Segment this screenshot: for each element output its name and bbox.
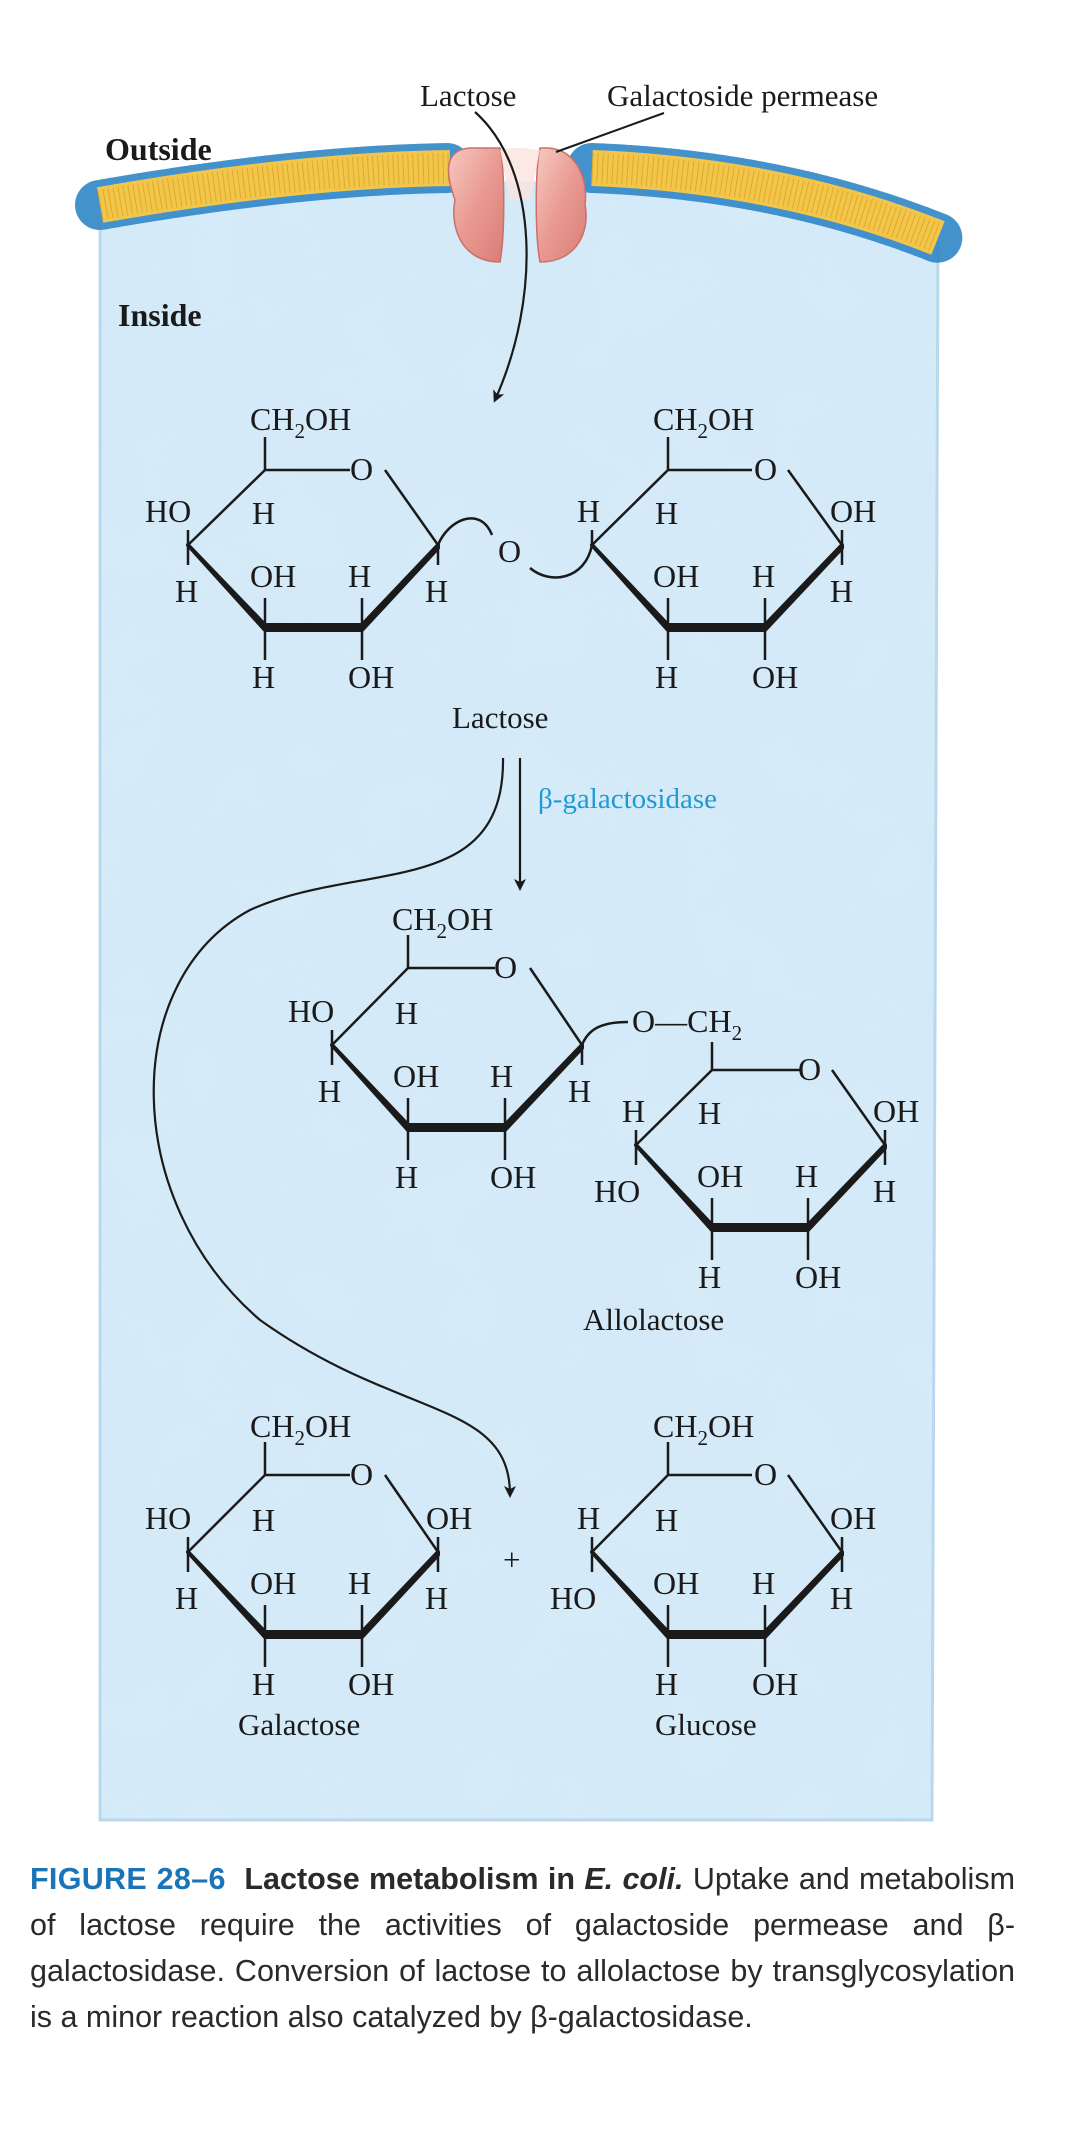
svg-text:OH: OH [653, 1565, 699, 1601]
svg-text:H: H [830, 573, 853, 609]
svg-text:OH: OH [393, 1058, 439, 1094]
svg-text:CH2OH: CH2OH [653, 1408, 754, 1450]
svg-text:H: H [698, 1095, 721, 1131]
svg-text:H: H [752, 1565, 775, 1601]
svg-text:H: H [395, 995, 418, 1031]
svg-text:OH: OH [348, 659, 394, 695]
svg-text:O: O [350, 1456, 373, 1492]
svg-text:OH: OH [752, 1666, 798, 1702]
svg-text:CH2OH: CH2OH [250, 1408, 351, 1450]
lactose-glycosidic-bond: O [436, 517, 594, 579]
lactose-name: Lactose [452, 700, 548, 735]
svg-text:OH: OH [490, 1159, 536, 1195]
svg-text:H: H [577, 1500, 600, 1536]
figure-number: FIGURE 28–6 [30, 1862, 226, 1896]
svg-text:H: H [655, 659, 678, 695]
permease-label: Galactoside permease [607, 78, 878, 113]
svg-text:CH2OH: CH2OH [392, 901, 493, 943]
svg-text:H: H [622, 1093, 645, 1129]
svg-text:CH2OH: CH2OH [250, 401, 351, 443]
svg-text:OH: OH [426, 1500, 472, 1536]
svg-text:H: H [395, 1159, 418, 1195]
svg-text:HO: HO [288, 993, 334, 1029]
plus-sign: + [503, 1542, 520, 1577]
lactose-structure: CH2OH O HO H H OH H H H OH O [145, 401, 876, 735]
svg-text:O: O [754, 451, 777, 487]
svg-text:H: H [252, 495, 275, 531]
svg-text:OH: OH [795, 1259, 841, 1295]
svg-text:H: H [252, 1666, 275, 1702]
allolactose-galactose-ring: CH2OH O HO H H OH H H H OH O—CH2 [288, 901, 742, 1195]
uptake-arrow [474, 111, 528, 403]
lactose-entry-label: Lactose [420, 78, 516, 113]
svg-text:HO: HO [550, 1580, 596, 1616]
galactose-structure: CH2OH O HO H OH H OH H H H OH Galactose [145, 1408, 472, 1742]
svg-text:H: H [252, 1502, 275, 1538]
svg-text:HO: HO [145, 1500, 191, 1536]
svg-text:O: O [498, 533, 521, 569]
svg-text:O: O [798, 1051, 821, 1087]
enzyme-label: β-galactosidase [538, 783, 717, 815]
outside-label: Outside [105, 131, 212, 167]
allolactose-structure: CH2OH O HO H H OH H H H OH O—CH2 [288, 901, 919, 1337]
svg-text:H: H [830, 1580, 853, 1616]
svg-text:H: H [425, 1580, 448, 1616]
svg-text:H: H [252, 659, 275, 695]
svg-text:H: H [655, 1502, 678, 1538]
svg-text:OH: OH [348, 1666, 394, 1702]
figure-caption: FIGURE 28–6 Lactose metabolism in E. col… [30, 1856, 1015, 2040]
svg-text:OH: OH [873, 1093, 919, 1129]
galactoside-permease-protein [447, 147, 587, 263]
svg-text:H: H [568, 1073, 591, 1109]
svg-text:H: H [873, 1173, 896, 1209]
reaction-arrows: β-galactosidase [152, 757, 717, 1498]
caption-text: Uptake and metabolism of lactose require… [30, 1862, 1015, 2034]
glucose-name: Glucose [655, 1707, 757, 1742]
svg-text:H: H [175, 573, 198, 609]
svg-text:O: O [754, 1456, 777, 1492]
glucose-structure: CH2OH O H H OH HO OH H H H OH Glucose [550, 1408, 876, 1742]
svg-text:O: O [350, 451, 373, 487]
svg-text:O: O [494, 949, 517, 985]
svg-text:OH: OH [250, 558, 296, 594]
svg-text:H: H [655, 1666, 678, 1702]
svg-text:H: H [318, 1073, 341, 1109]
svg-text:O—CH2: O—CH2 [632, 1003, 742, 1045]
lactose-glucose-ring: CH2OH O H H OH OH H H H OH [577, 401, 876, 695]
svg-text:OH: OH [653, 558, 699, 594]
galactose-name: Galactose [238, 1707, 360, 1742]
allolactose-glucose-ring: O H H OH HO OH H H H OH [594, 1042, 919, 1295]
svg-text:H: H [348, 1565, 371, 1601]
lactose-galactose-ring: CH2OH O HO H H OH H H H OH [145, 401, 448, 695]
svg-text:H: H [752, 558, 775, 594]
svg-text:HO: HO [594, 1173, 640, 1209]
svg-text:H: H [577, 493, 600, 529]
lactose-metabolism-diagram: Outside Inside Lactose Galactoside perme… [75, 78, 963, 1822]
inside-label: Inside [118, 297, 202, 333]
svg-text:CH2OH: CH2OH [653, 401, 754, 443]
svg-text:H: H [425, 573, 448, 609]
caption-title: Lactose metabolism in E. coli. [244, 1862, 684, 1896]
cell-membrane [75, 143, 963, 263]
svg-text:OH: OH [697, 1158, 743, 1194]
svg-text:H: H [175, 1580, 198, 1616]
svg-text:OH: OH [250, 1565, 296, 1601]
svg-text:H: H [795, 1158, 818, 1194]
svg-text:OH: OH [830, 1500, 876, 1536]
svg-text:HO: HO [145, 493, 191, 529]
svg-text:H: H [698, 1259, 721, 1295]
allolactose-name: Allolactose [583, 1302, 724, 1337]
svg-text:H: H [655, 495, 678, 531]
permease-leader-line [555, 112, 665, 153]
svg-text:OH: OH [830, 493, 876, 529]
svg-text:OH: OH [752, 659, 798, 695]
svg-text:H: H [348, 558, 371, 594]
cell-interior [98, 181, 940, 1822]
svg-text:H: H [490, 1058, 513, 1094]
